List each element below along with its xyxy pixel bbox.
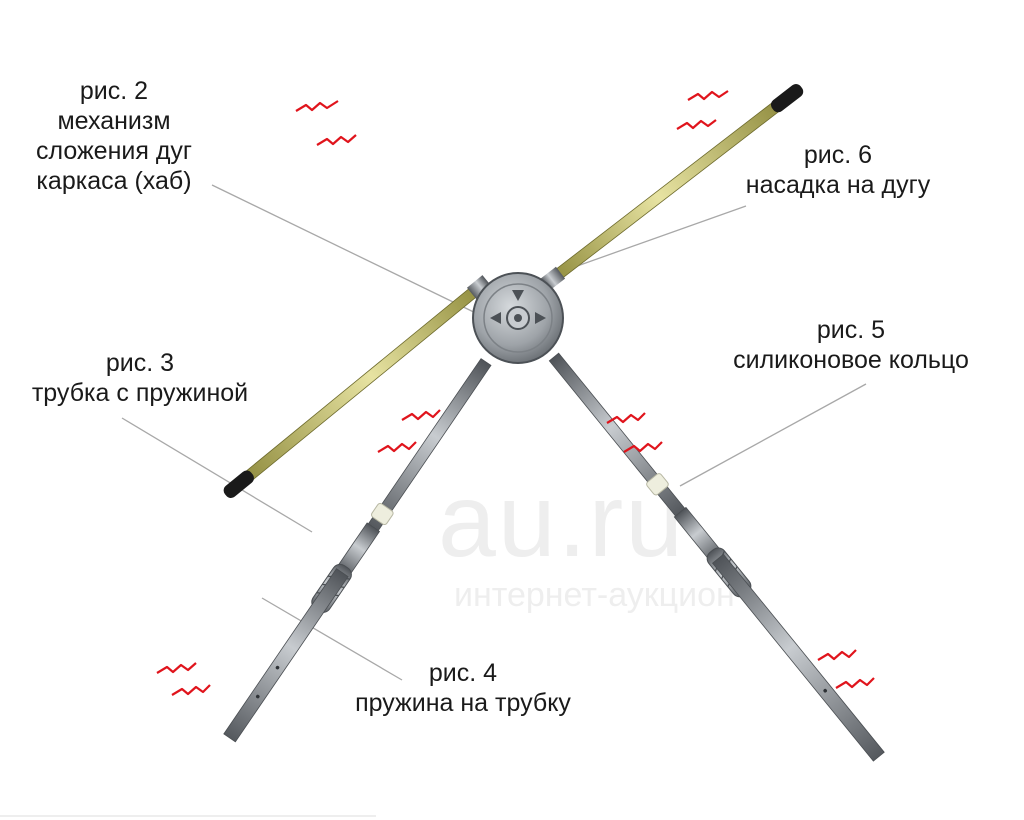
label-ring-line-1: силиконовое кольцо [733,346,969,374]
tube-lower-right [548,352,885,762]
label-tube-line-1: трубка с пружиной [31,379,249,407]
label-hub-line-2: сложения дуг [35,137,193,165]
label-tube: рис. 3 трубка с пружиной [6,348,274,408]
label-hub: рис. 2 механизм сложения дуг каркаса (ха… [14,76,214,196]
leader-line-spring [261,597,403,681]
zigzag-break-icon [401,409,441,421]
silicone-ring [371,502,394,526]
leader-lines [121,184,867,681]
rod-end-cap [770,84,804,113]
label-tip-number: рис. 6 [803,141,873,169]
leader-line-tip [565,205,747,271]
label-spring-line-1: пружина на трубку [355,689,571,717]
label-ring-number: рис. 5 [816,316,886,344]
zigzag-break-icon [377,441,417,453]
zigzag-break-icon [171,684,211,696]
zigzag-break-icon [295,100,339,112]
label-tip-line-1: насадка на дугу [745,171,931,199]
rod-end-cap [223,470,254,498]
label-spring: рис. 4 пружина на трубку [326,658,600,718]
leader-line-ring [679,383,867,487]
zigzag-break-icon [817,649,857,661]
zigzag-break-icon [835,677,875,689]
tube-lower-left [223,358,492,743]
zigzag-break-icon [606,412,646,424]
label-hub-line-3: каркаса (хаб) [36,167,192,195]
rod-upper-left [223,275,492,498]
label-hub-number: рис. 2 [79,77,149,105]
label-ring: рис. 5 силиконовое кольцо [706,315,996,375]
label-spring-number: рис. 4 [428,659,498,687]
leader-line-tube [121,417,313,533]
leader-line-hub [211,184,487,319]
break-marks [156,90,875,696]
folding-hub [472,272,564,364]
zigzag-break-icon [623,441,663,453]
silicone-ring [646,473,669,496]
zigzag-break-icon [156,662,197,674]
label-hub-line-1: механизм [57,107,171,135]
zigzag-break-icon [687,90,729,101]
label-tube-number: рис. 3 [105,349,175,377]
zigzag-break-icon [316,134,357,146]
label-tip: рис. 6 насадка на дугу [716,140,960,200]
zigzag-break-icon [676,119,717,130]
